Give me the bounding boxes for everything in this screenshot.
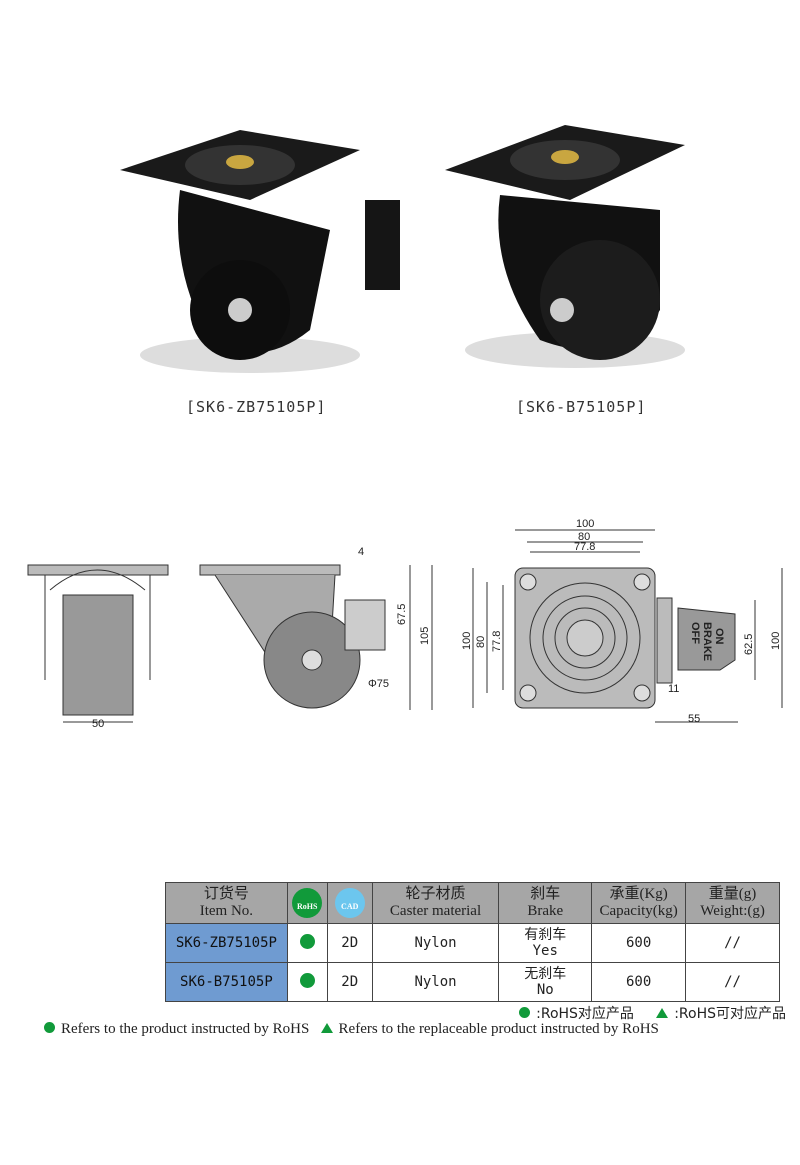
dim-brake-height: 67.5 — [396, 604, 408, 625]
dim-overall-depth: 100 — [770, 632, 782, 650]
caster-photo-brake — [120, 130, 400, 373]
brake-label-on: ON — [713, 628, 725, 645]
dim-brake-width: 62.5 — [743, 634, 755, 655]
dim-hole-spacing: 80 — [578, 531, 590, 543]
circle-icon — [44, 1022, 55, 1033]
technical-drawing: 50 4 67.5 105 Φ75 100 80 77.8 — [27, 518, 783, 730]
material-cell: Nylon — [371, 962, 500, 1002]
triangle-icon — [656, 1008, 669, 1018]
legend-cn: :RoHS对应产品 :RoHS可对应产品 — [519, 1003, 786, 1023]
dim-total-height: 105 — [419, 627, 431, 645]
top-view — [472, 529, 783, 723]
item-no: SK6-ZB75105P — [165, 923, 288, 963]
header-weight: 重量(g)Weight:(g) — [685, 882, 780, 924]
weight-cell: // — [685, 962, 780, 1002]
capacity-cell: 600 — [591, 962, 687, 1002]
product-caption: [SK6-B75105P] — [516, 398, 647, 416]
dim-hole-spacing-inner: 77.8 — [574, 541, 595, 553]
dim-hole-spacing-v-inner: 77.8 — [491, 631, 503, 652]
rohs-icon: RoHS — [292, 888, 323, 918]
brake-label-off: OFF — [689, 622, 701, 644]
cad-cell[interactable]: 2D — [326, 923, 373, 963]
dim-plate-depth: 100 — [461, 632, 473, 650]
header-capacity: 承重(Kg)Capacity(kg) — [591, 882, 687, 924]
caster-photo-no-brake — [445, 125, 685, 368]
side-view — [199, 564, 433, 710]
material-cell: Nylon — [371, 923, 500, 963]
rohs-compliant-dot-icon — [299, 933, 315, 949]
cad-cell[interactable]: 2D — [326, 962, 373, 1002]
rohs-compliant-dot-icon — [299, 972, 315, 988]
brake-label-brake: BRAKE — [701, 622, 713, 661]
product-photos — [120, 125, 685, 373]
weight-cell: // — [685, 923, 780, 963]
dim-offset: 11 — [668, 683, 679, 695]
rohs-cell — [286, 962, 328, 1002]
dim-wheel-diameter: Φ75 — [368, 678, 389, 690]
rohs-cell — [286, 923, 328, 963]
product-caption: [SK6-ZB75105P] — [186, 398, 327, 416]
dim-plate-width: 100 — [576, 518, 594, 530]
front-view — [27, 564, 169, 723]
legend-en: Refers to the product instructed by RoHS… — [44, 1021, 659, 1038]
capacity-cell: 600 — [591, 923, 687, 963]
triangle-icon — [320, 1023, 333, 1033]
dim-brake-length: 55 — [688, 713, 700, 725]
dim-hole-spacing-v: 80 — [475, 636, 487, 648]
circle-icon — [519, 1007, 531, 1018]
item-no: SK6-B75105P — [165, 962, 288, 1002]
cad-icon: CAD — [334, 888, 365, 918]
dim-wheel-width: 50 — [92, 718, 104, 730]
header-rohs: RoHS — [286, 882, 328, 924]
dim-plate-thickness: 4 — [358, 546, 364, 558]
header-cad: CAD — [326, 882, 373, 924]
